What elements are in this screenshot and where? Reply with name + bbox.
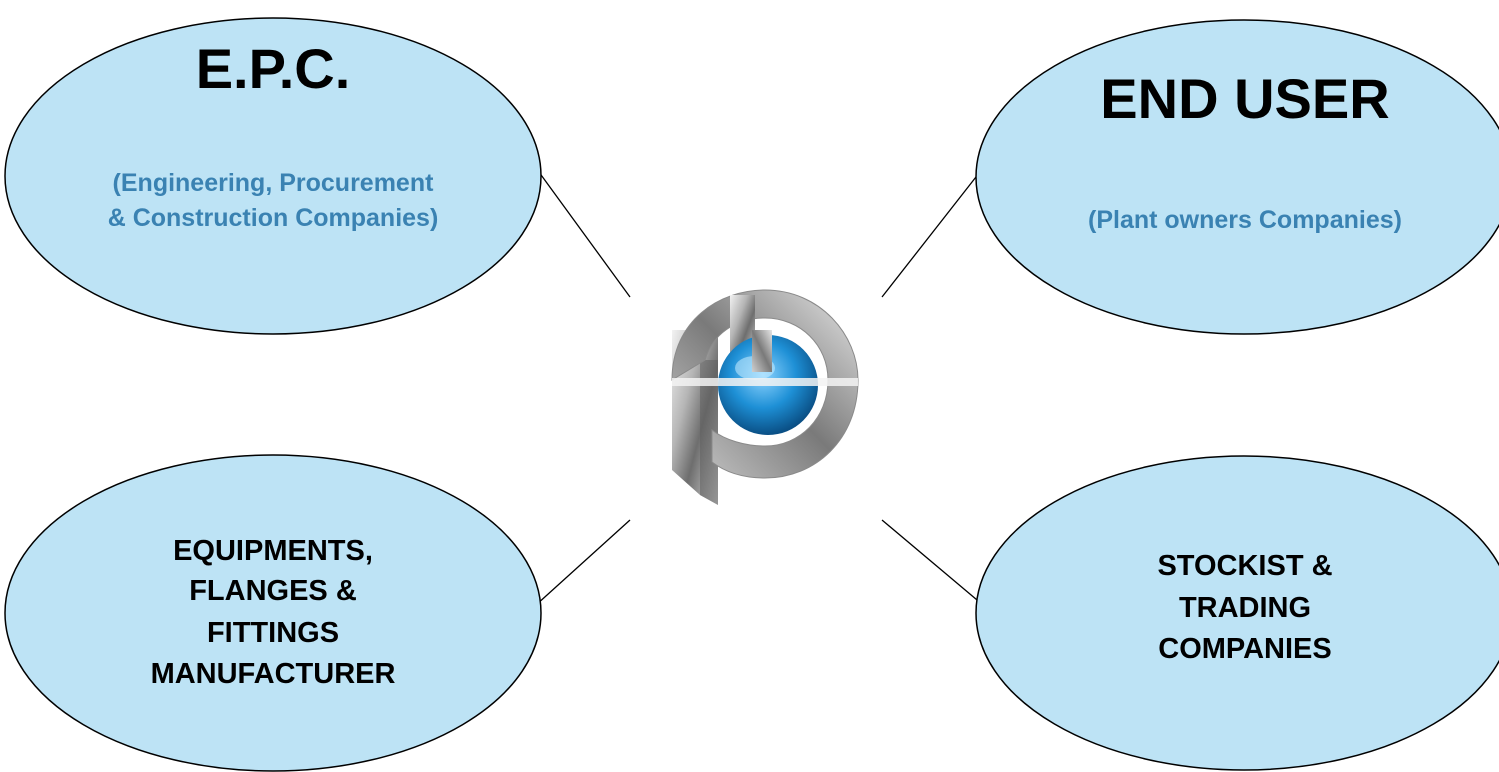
manufacturer-line3: FITTINGS <box>206 617 340 649</box>
ellipse-epc <box>4 17 542 335</box>
end-user-title: END USER <box>1100 67 1390 130</box>
connector-stockist <box>881 519 984 606</box>
epc-subtitle-line1: (Engineering, Procurement <box>112 169 434 197</box>
epc-title: E.P.C. <box>195 37 351 100</box>
end-user-subtitle: (Plant owners Companies) <box>1088 206 1402 234</box>
connector-end-user <box>881 167 984 298</box>
ellipse-manufacturer <box>4 454 542 772</box>
epc-subtitle-line2: & Construction Companies) <box>107 204 439 232</box>
connector-manufacturer <box>535 519 631 606</box>
stockist-line3: COMPANIES <box>1158 633 1332 665</box>
connector-epc <box>535 167 631 298</box>
ellipse-end-user <box>975 19 1499 335</box>
stockist-line2: TRADING <box>1178 592 1312 624</box>
company-logo-p-icon <box>671 289 859 505</box>
manufacturer-line2: FLANGES & <box>189 575 357 607</box>
manufacturer-line1: EQUIPMENTS, <box>173 535 373 567</box>
manufacturer-line4: MANUFACTURER <box>150 658 396 690</box>
ellipse-stockist <box>975 455 1499 771</box>
stockist-line1: STOCKIST & <box>1157 550 1333 582</box>
